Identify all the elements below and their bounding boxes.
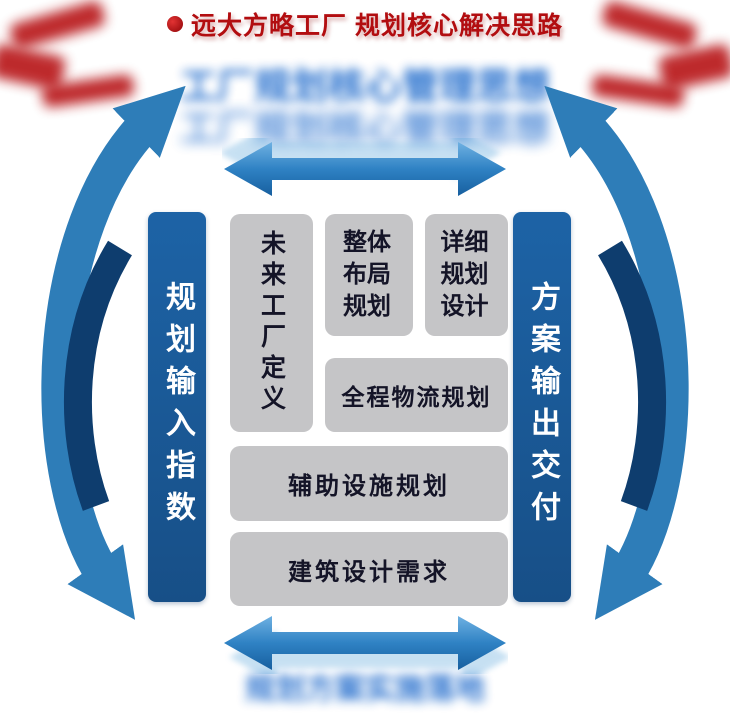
blurred-heading-bottom: 规划方案实施落地 <box>245 673 485 706</box>
planning-input-label: 规划输入指数 <box>161 281 194 533</box>
box-detailed-planning-design: 详细规划设计 <box>425 214 508 336</box>
box-future-factory-label: 未来工厂定义 <box>257 230 286 416</box>
right-cycle-arrow <box>544 85 689 620</box>
box-full-logistics-planning: 全程物流规划 <box>325 358 508 432</box>
bottom-double-arrow <box>224 616 508 674</box>
box-architectural-design-requirements: 建筑设计需求 <box>230 532 508 606</box>
left-cycle-arrow <box>41 85 186 620</box>
box-future-factory-definition: 未来工厂定义 <box>230 214 313 432</box>
box-auxiliary-facilities-planning: 辅助设施规划 <box>230 446 508 521</box>
bottom-double-arrow-shape <box>224 616 506 670</box>
blurred-heading-top-ghost: 工厂规划核心管理思想 <box>180 108 550 149</box>
box-auxiliary-label: 辅助设施规划 <box>288 473 450 500</box>
top-double-arrow <box>222 138 506 196</box>
box-logistics-label: 全程物流规划 <box>341 384 492 410</box>
title-bullet-icon <box>167 16 184 32</box>
box-architecture-label: 建筑设计需求 <box>288 558 450 586</box>
solution-output-label: 方案输出交付 <box>526 281 559 533</box>
planning-input-bar: 规划输入指数 <box>148 212 206 602</box>
box-detailed-design-label: 详细规划设计 <box>440 229 489 320</box>
box-overall-layout-planning: 整体布局规划 <box>325 214 413 336</box>
page-title-text: 远大方略工厂 规划核心解决思路 <box>191 12 563 40</box>
page-title: 远大方略工厂 规划核心解决思路 <box>0 6 730 42</box>
right-cycle-arrow-inner <box>597 240 667 511</box>
top-double-arrow-shape <box>224 142 506 196</box>
left-cycle-arrow-inner <box>63 240 133 511</box>
solution-output-bar: 方案输出交付 <box>513 212 571 602</box>
box-overall-layout-label: 整体布局规划 <box>343 229 391 320</box>
